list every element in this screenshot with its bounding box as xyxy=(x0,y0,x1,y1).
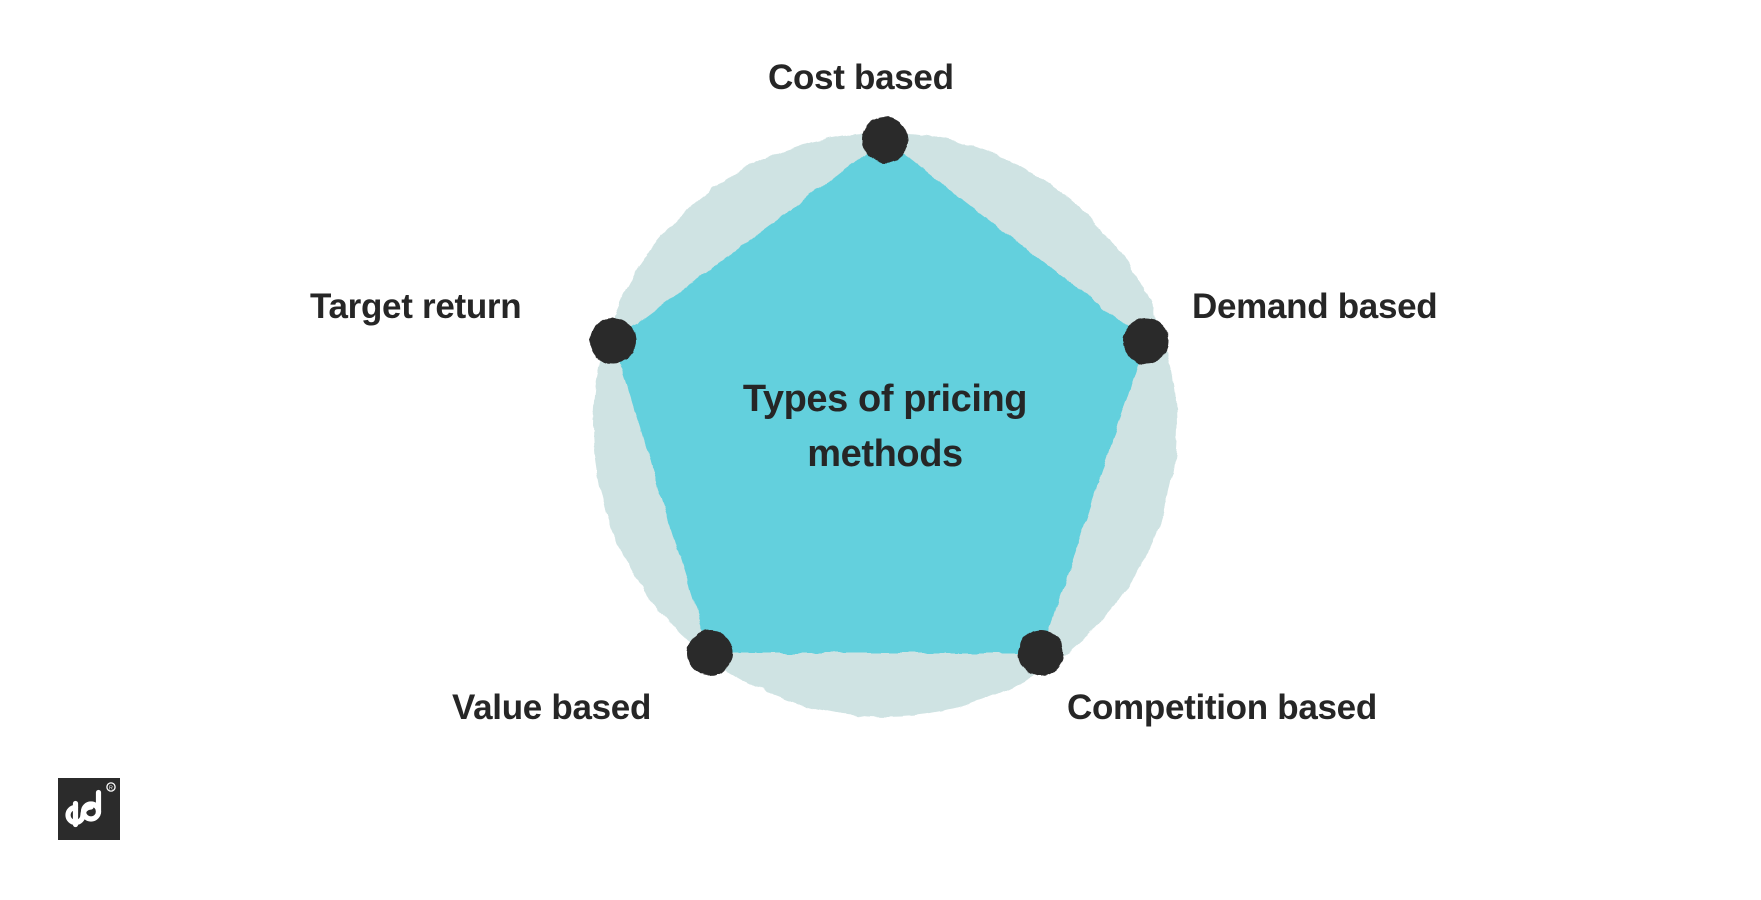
pandadoc-logo-mark: R xyxy=(65,782,116,828)
node-dot-demand[interactable] xyxy=(1123,318,1169,364)
node-dot-cost[interactable] xyxy=(862,117,908,163)
node-label-target[interactable]: Target return xyxy=(310,287,522,326)
registered-trademark-icon: R xyxy=(106,782,116,792)
svg-text:R: R xyxy=(109,786,113,792)
center-title-line-2: methods xyxy=(807,433,963,476)
node-label-demand[interactable]: Demand based xyxy=(1192,287,1438,326)
center-title-line-1: Types of pricing xyxy=(742,378,1028,420)
pandadoc-logo[interactable]: R xyxy=(58,778,120,840)
pentagon-shape xyxy=(613,140,1146,653)
node-dot-competition[interactable] xyxy=(1018,630,1064,676)
node-label-value[interactable]: Value based xyxy=(452,688,652,727)
node-dot-target[interactable] xyxy=(590,318,636,364)
center-title: Types of pricing methods xyxy=(685,372,1085,482)
node-label-competition[interactable]: Competition based xyxy=(1067,688,1377,727)
node-dot-value[interactable] xyxy=(687,630,733,676)
node-label-cost[interactable]: Cost based xyxy=(768,58,954,97)
